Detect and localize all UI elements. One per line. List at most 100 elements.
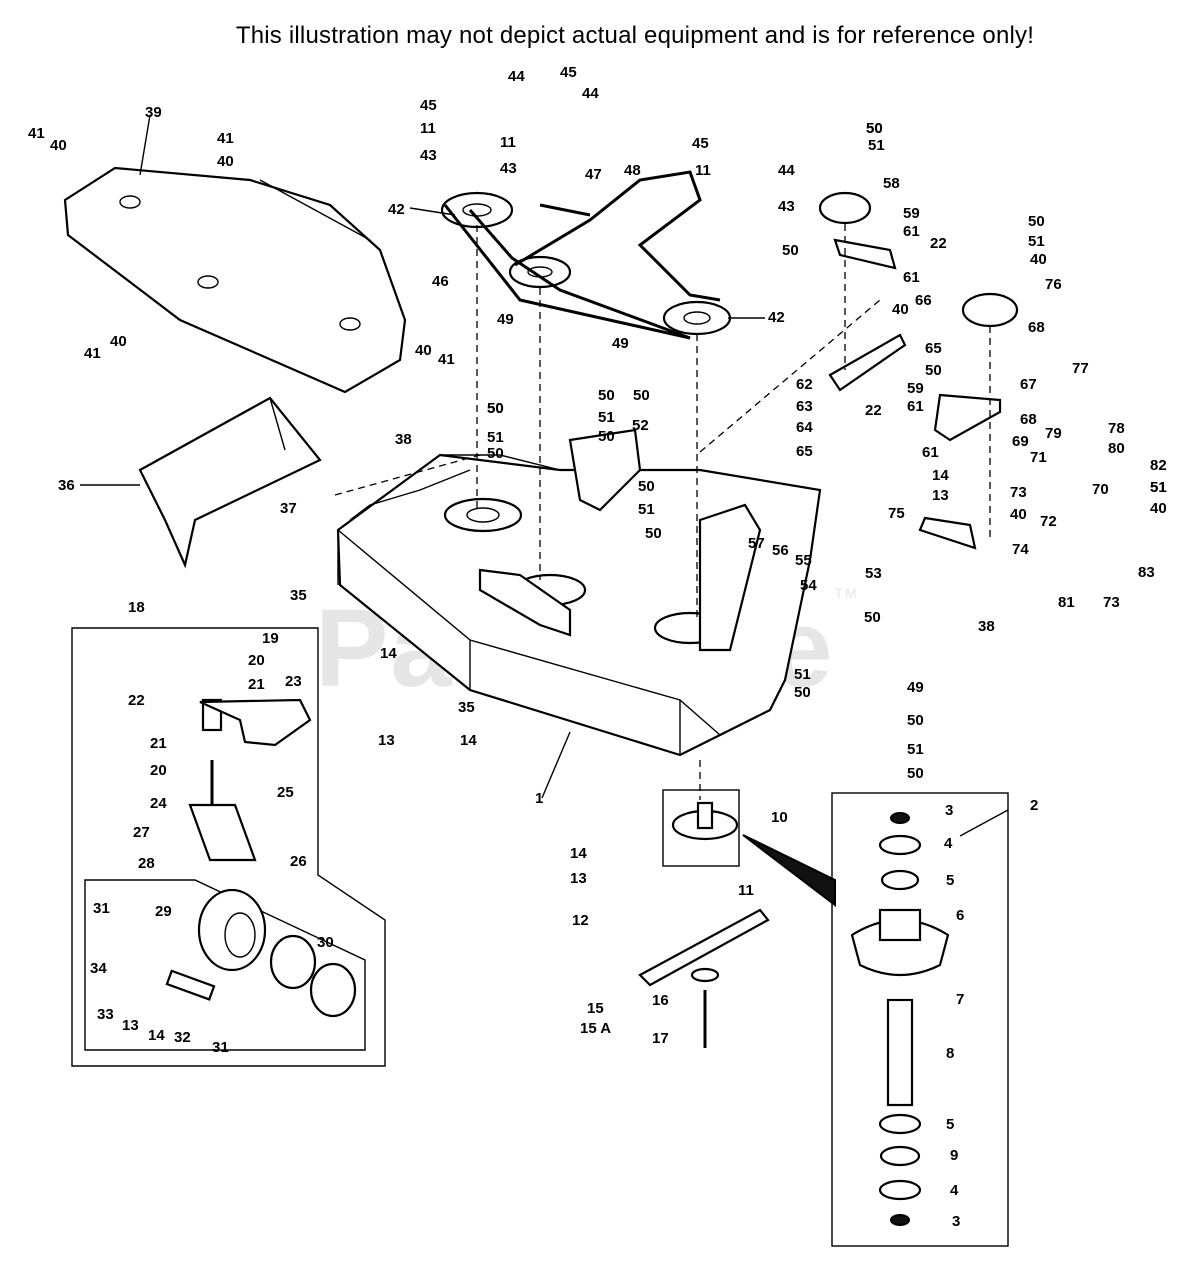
callout-11: 11 bbox=[500, 134, 516, 151]
callout-31: 31 bbox=[93, 900, 110, 917]
callout-25: 25 bbox=[277, 784, 294, 801]
callout-49: 49 bbox=[497, 311, 514, 328]
callout-65: 65 bbox=[925, 340, 942, 357]
callout-59: 59 bbox=[903, 205, 920, 222]
callout-15a: 15 A bbox=[580, 1020, 611, 1037]
callout-56: 56 bbox=[772, 542, 789, 559]
callout-51: 51 bbox=[598, 409, 615, 426]
callout-14: 14 bbox=[932, 467, 949, 484]
callout-11: 11 bbox=[695, 162, 711, 179]
callout-70: 70 bbox=[1092, 481, 1109, 498]
callout-65: 65 bbox=[796, 443, 813, 460]
callout-50: 50 bbox=[638, 478, 655, 495]
disclaimer-header: This illustration may not depict actual … bbox=[235, 22, 1035, 49]
callout-55: 55 bbox=[795, 552, 812, 569]
callout-34: 34 bbox=[90, 960, 107, 977]
leader-lines bbox=[80, 114, 1009, 837]
callout-42: 42 bbox=[768, 309, 785, 326]
spindle-blade-assembly bbox=[638, 789, 1009, 1247]
callout-39: 39 bbox=[145, 104, 162, 121]
callout-21: 21 bbox=[248, 676, 265, 693]
callout-4: 4 bbox=[950, 1182, 959, 1199]
callout-75: 75 bbox=[888, 505, 905, 522]
callout-40: 40 bbox=[1030, 251, 1047, 268]
callout-13: 13 bbox=[122, 1017, 139, 1034]
callout-14: 14 bbox=[460, 732, 477, 749]
callout-27: 27 bbox=[133, 824, 150, 841]
callout-44: 44 bbox=[508, 68, 525, 85]
callout-11: 11 bbox=[420, 120, 436, 137]
callout-22: 22 bbox=[930, 235, 947, 252]
callout-19: 19 bbox=[262, 630, 279, 647]
callout-43: 43 bbox=[778, 198, 795, 215]
callout-1: 1 bbox=[535, 790, 543, 807]
callout-59: 59 bbox=[907, 380, 924, 397]
idler-arms bbox=[828, 238, 1002, 550]
callout-21: 21 bbox=[150, 735, 167, 752]
callout-51: 51 bbox=[794, 666, 811, 683]
callout-68: 68 bbox=[1020, 411, 1037, 428]
callout-68: 68 bbox=[1028, 319, 1045, 336]
callout-61: 61 bbox=[907, 398, 924, 415]
callout-51: 51 bbox=[1150, 479, 1167, 496]
callout-8: 8 bbox=[946, 1045, 954, 1062]
callout-61: 61 bbox=[903, 223, 920, 240]
callout-58: 58 bbox=[883, 175, 900, 192]
callout-49: 49 bbox=[907, 679, 924, 696]
callout-40: 40 bbox=[217, 153, 234, 170]
callout-28: 28 bbox=[138, 855, 155, 872]
callout-51: 51 bbox=[487, 429, 504, 446]
callout-38: 38 bbox=[978, 618, 995, 635]
callout-labels: 1 2 3 3 4 4 5 5 6 7 8 9 10 11 11 11 11 1… bbox=[28, 64, 1167, 1230]
callout-51: 51 bbox=[907, 741, 924, 758]
callout-14: 14 bbox=[380, 645, 397, 662]
callout-5: 5 bbox=[946, 872, 954, 889]
callout-62: 62 bbox=[796, 376, 813, 393]
callout-66: 66 bbox=[915, 292, 932, 309]
callout-50: 50 bbox=[794, 684, 811, 701]
callout-2: 2 bbox=[1030, 797, 1038, 814]
callout-78: 78 bbox=[1108, 420, 1125, 437]
callout-41: 41 bbox=[217, 130, 234, 147]
pulley-belt-assembly bbox=[440, 170, 1019, 340]
callout-23: 23 bbox=[285, 673, 302, 690]
callout-6: 6 bbox=[956, 907, 964, 924]
callout-41: 41 bbox=[28, 125, 45, 142]
callout-13: 13 bbox=[570, 870, 587, 887]
callout-50: 50 bbox=[1028, 213, 1045, 230]
watermark-trademark: TM bbox=[834, 585, 859, 601]
callout-14: 14 bbox=[148, 1027, 165, 1044]
callout-20: 20 bbox=[150, 762, 167, 779]
callout-30: 30 bbox=[317, 934, 334, 951]
callout-38: 38 bbox=[395, 431, 412, 448]
callout-41: 41 bbox=[438, 351, 455, 368]
callout-22: 22 bbox=[128, 692, 145, 709]
callout-17: 17 bbox=[652, 1030, 669, 1047]
callout-83: 83 bbox=[1138, 564, 1155, 581]
callout-51: 51 bbox=[638, 501, 655, 518]
callout-50: 50 bbox=[598, 387, 615, 404]
callout-43: 43 bbox=[500, 160, 517, 177]
callout-54: 54 bbox=[800, 577, 817, 594]
callout-50: 50 bbox=[782, 242, 799, 259]
callout-63: 63 bbox=[796, 398, 813, 415]
callout-10: 10 bbox=[771, 809, 788, 826]
callout-40: 40 bbox=[1010, 506, 1027, 523]
callout-13: 13 bbox=[378, 732, 395, 749]
callout-35: 35 bbox=[290, 587, 307, 604]
callout-81: 81 bbox=[1058, 594, 1075, 611]
callout-71: 71 bbox=[1030, 449, 1047, 466]
callout-5: 5 bbox=[946, 1116, 954, 1133]
callout-76: 76 bbox=[1045, 276, 1062, 293]
callout-80: 80 bbox=[1108, 440, 1125, 457]
callout-32: 32 bbox=[174, 1029, 191, 1046]
callout-50: 50 bbox=[487, 400, 504, 417]
callout-69: 69 bbox=[1012, 433, 1029, 450]
callout-7: 7 bbox=[956, 991, 964, 1008]
callout-50: 50 bbox=[866, 120, 883, 137]
callout-29: 29 bbox=[155, 903, 172, 920]
callout-79: 79 bbox=[1045, 425, 1062, 442]
callout-26: 26 bbox=[290, 853, 307, 870]
callout-73: 73 bbox=[1010, 484, 1027, 501]
